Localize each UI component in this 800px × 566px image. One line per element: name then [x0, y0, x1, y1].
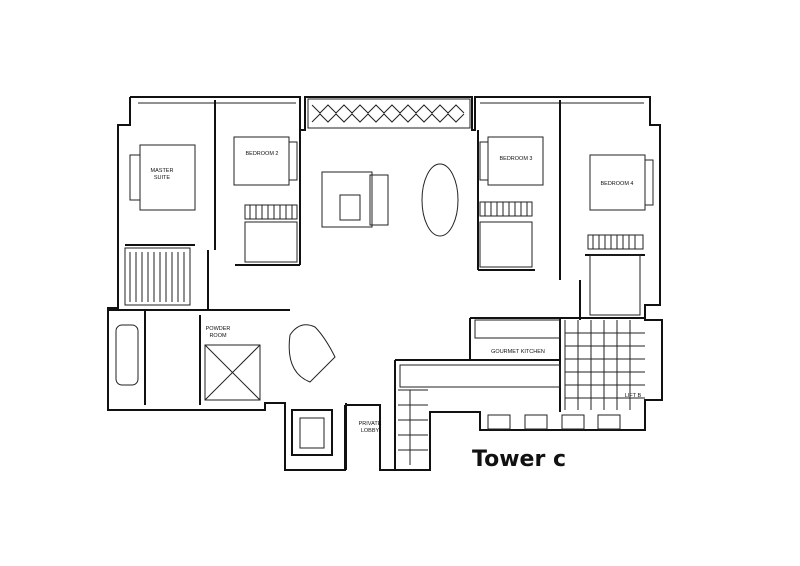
- svg-text:POWDER: POWDER: [206, 326, 231, 332]
- lift-shaft: [291, 409, 333, 456]
- label-gourmet-kitchen: GOURMET KITCHEN: [491, 349, 545, 355]
- svg-text:LOBBY: LOBBY: [361, 428, 380, 434]
- svg-text:MASTER: MASTER: [151, 168, 174, 174]
- kitchen: [398, 319, 645, 465]
- svg-text:SUITE: SUITE: [154, 175, 171, 181]
- label-master-suite-2: SUITE: [154, 175, 171, 181]
- balcony-planter: [307, 98, 471, 129]
- label-powder-room-2: ROOM: [209, 333, 227, 339]
- svg-text:PRIVATE: PRIVATE: [359, 421, 382, 427]
- wardrobes: [124, 201, 644, 306]
- label-bedroom-2: BEDROOM 2: [245, 151, 278, 157]
- beds: [129, 136, 654, 211]
- label-private-lobby-2: LOBBY: [361, 428, 380, 434]
- outer-walls: [107, 96, 663, 471]
- label-bedroom-4: BEDROOM 4: [600, 181, 633, 187]
- label-lift: LIFT B: [625, 393, 642, 399]
- label-private-lobby-1: PRIVATE: [359, 421, 382, 427]
- living-furniture: [288, 163, 459, 383]
- label-bedroom-3: BEDROOM 3: [499, 156, 532, 162]
- bathrooms: [115, 221, 641, 401]
- label-powder-room-1: POWDER: [206, 326, 231, 332]
- svg-text:ROOM: ROOM: [209, 333, 227, 339]
- label-master-suite-1: MASTER: [151, 168, 174, 174]
- plan-title: Tower c: [472, 447, 566, 472]
- lift-car: [299, 417, 325, 449]
